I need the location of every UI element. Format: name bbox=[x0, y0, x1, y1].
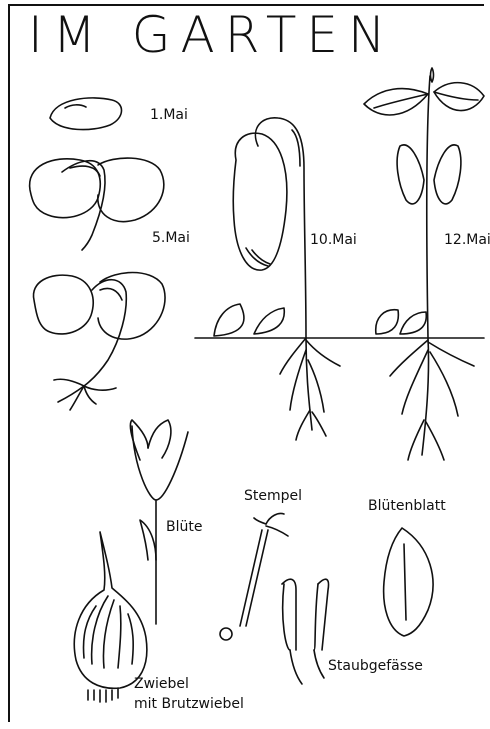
seedling-day10 bbox=[214, 118, 340, 440]
germinating-bean-day5 bbox=[30, 158, 164, 250]
label-bluetenblatt: Blütenblatt bbox=[368, 498, 446, 514]
stamens bbox=[282, 579, 329, 684]
label-5-mai: 5.Mai bbox=[152, 230, 190, 246]
bean-seed-day1 bbox=[50, 98, 122, 130]
sprouting-bean bbox=[33, 273, 165, 411]
label-stempel: Stempel bbox=[244, 488, 302, 504]
label-staubgefaesse: Staubgefässe bbox=[328, 658, 423, 674]
label-zwiebel: Zwiebel bbox=[134, 676, 189, 692]
petal bbox=[384, 528, 433, 636]
label-brutzwiebel: mit Brutzwiebel bbox=[134, 696, 244, 712]
label-bluete: Blüte bbox=[166, 519, 202, 535]
plant-day12 bbox=[364, 68, 484, 460]
label-12-mai: 12.Mai bbox=[444, 232, 490, 248]
label-10-mai: 10.Mai bbox=[310, 232, 357, 248]
label-1-mai: 1.Mai bbox=[150, 107, 188, 123]
pistil bbox=[220, 513, 288, 640]
